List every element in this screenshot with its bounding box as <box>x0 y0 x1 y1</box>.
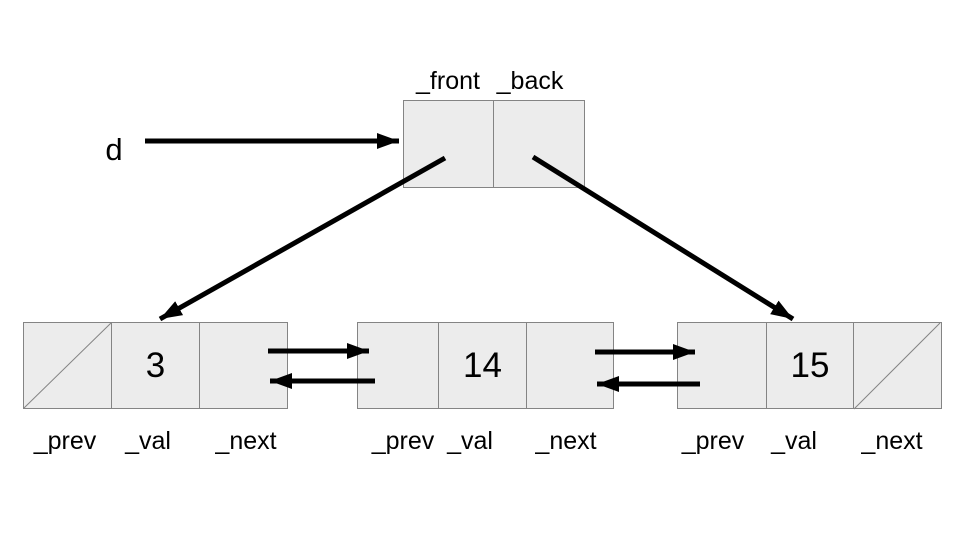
node1-prev-cell <box>23 322 112 409</box>
deque-front-cell <box>403 100 494 188</box>
front-field-label: _front <box>416 67 480 95</box>
node2-val-label: _val <box>447 427 493 455</box>
node2-prev-cell <box>357 322 439 409</box>
node3-next-label: _next <box>861 427 923 455</box>
back-field-label: _back <box>496 67 564 95</box>
node1-next-label: _next <box>215 427 277 455</box>
node3-prev-label: _prev <box>681 427 745 455</box>
node3-val-cell: 15 <box>766 322 854 409</box>
node1-next-cell <box>199 322 288 409</box>
node2-val-cell: 14 <box>438 322 527 409</box>
deque-variable-label: d <box>105 132 123 167</box>
deque-back-cell <box>493 100 585 188</box>
node3-next-cell <box>853 322 942 409</box>
node1-val-label: _val <box>125 427 171 455</box>
node1-val-cell: 3 <box>111 322 200 409</box>
node1-prev-label: _prev <box>33 427 97 455</box>
node2-next-cell <box>526 322 614 409</box>
node2-prev-label: _prev <box>371 427 435 455</box>
node3-prev-cell <box>677 322 767 409</box>
node3-val-label: _val <box>771 427 817 455</box>
node2-next-label: _next <box>535 427 597 455</box>
